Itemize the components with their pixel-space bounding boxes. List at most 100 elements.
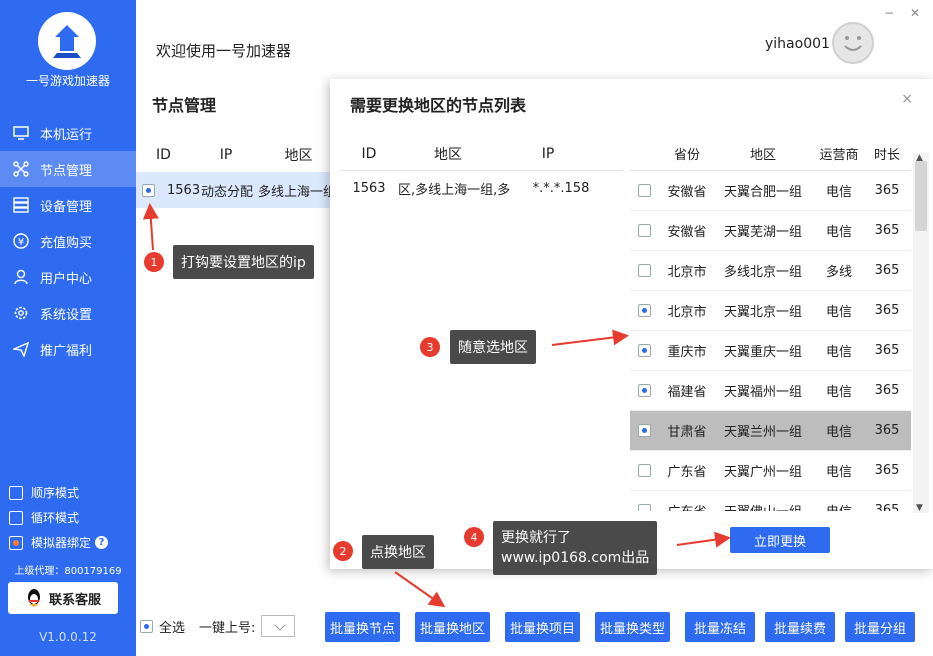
region-duration: 365: [874, 303, 900, 318]
scroll-down-icon[interactable]: ▼: [916, 503, 923, 513]
sidebar-item-system-settings[interactable]: 系统设置: [0, 295, 136, 331]
server-icon: [12, 196, 30, 214]
region-province: 北京市: [667, 265, 707, 280]
batch-group-button[interactable]: 批量分组: [845, 612, 915, 642]
column-header-ip: IP: [219, 146, 233, 163]
contact-service-button[interactable]: 联系客服: [8, 582, 118, 614]
minimize-button[interactable]: −: [884, 6, 895, 20]
sidebar-item-node-management[interactable]: 节点管理: [0, 151, 136, 187]
sidebar-item-promotion[interactable]: 推广福利: [0, 331, 136, 367]
region-checkbox[interactable]: [638, 264, 651, 277]
mode-loop-checkbox[interactable]: [9, 510, 23, 525]
region-province: 重庆市: [667, 345, 707, 360]
region-area: 多线北京一组: [723, 265, 802, 280]
bottom-toolbar: 全选 一键上号:: [140, 610, 296, 642]
mode-loop[interactable]: 循环模式: [9, 505, 108, 530]
batch-renew-button[interactable]: 批量续费: [765, 612, 835, 642]
close-icon[interactable]: ×: [901, 91, 913, 107]
region-checkbox[interactable]: [638, 424, 651, 437]
batch-freeze-button[interactable]: 批量冻结: [685, 612, 755, 642]
yen-icon: ¥: [12, 232, 30, 250]
sidebar-item-label: 充值购买: [40, 235, 93, 251]
node-list-header: ID 地区 IP: [340, 137, 623, 171]
region-operator: 电信: [813, 501, 865, 511]
list-item: 1563 区,多线上海一组,多 *.*.*.158: [340, 171, 623, 205]
help-icon[interactable]: ?: [95, 536, 109, 549]
mode-sequential[interactable]: 顺序模式: [9, 480, 108, 505]
column-header-area: 地区: [749, 148, 776, 163]
column-header-ip: IP: [541, 145, 555, 162]
batch-change-type-button[interactable]: 批量换类型: [595, 612, 670, 642]
region-checkbox[interactable]: [638, 464, 651, 477]
page-title: 节点管理: [152, 96, 217, 115]
region-checkbox[interactable]: [638, 304, 651, 317]
region-duration: 365: [874, 183, 900, 198]
scroll-up-icon[interactable]: ▲: [916, 153, 923, 163]
region-area: 天翼佛山一组: [713, 501, 813, 511]
region-checkbox[interactable]: [638, 504, 651, 511]
region-operator: 电信: [825, 385, 852, 400]
avatar[interactable]: [832, 22, 874, 64]
region-duration: 365: [874, 223, 900, 238]
region-row[interactable]: 广东省天翼佛山一组电信365: [630, 491, 911, 511]
region-operator: 电信: [825, 465, 852, 480]
region-duration: 365: [874, 343, 900, 358]
region-checkbox[interactable]: [638, 184, 651, 197]
step-badge-2: 2: [333, 541, 353, 561]
region-table-header: 省份 地区 运营商 时长: [630, 137, 911, 171]
region-area: 天翼芜湖一组: [723, 225, 802, 240]
sidebar-item-user-center[interactable]: 用户中心: [0, 259, 136, 295]
mode-sequential-checkbox[interactable]: [9, 485, 23, 500]
annotation-arrow-3: [551, 329, 629, 346]
region-row[interactable]: 北京市 多线北京一组 多线 365: [630, 251, 911, 291]
apply-change-button[interactable]: 立即更换: [730, 527, 830, 553]
region-area: 天翼广州一组: [723, 465, 802, 480]
scroll-thumb[interactable]: [915, 161, 927, 231]
annotation-arrow-4: [676, 531, 731, 548]
batch-change-project-button[interactable]: 批量换项目: [505, 612, 580, 642]
agent-info: 上级代理：800179169: [14, 566, 122, 577]
region-checkbox[interactable]: [638, 344, 651, 357]
table-row[interactable]: 1563 动态分配 多线上海一组: [136, 172, 336, 208]
sidebar-item-local-run[interactable]: 本机运行: [0, 115, 136, 151]
step-badge-4: 4: [464, 527, 484, 547]
region-checkbox[interactable]: [638, 224, 651, 237]
row-checkbox[interactable]: [142, 183, 155, 197]
sidebar-item-label: 本机运行: [40, 127, 93, 143]
node-area: 多线上海一组: [257, 184, 336, 200]
mode-label: 模拟器绑定: [31, 536, 92, 550]
node-ip: 动态分配: [201, 184, 254, 200]
region-operator: 电信: [825, 425, 852, 440]
select-all-box[interactable]: [140, 619, 153, 633]
sidebar-item-recharge[interactable]: ¥ 充值购买: [0, 223, 136, 259]
region-area: 天翼北京一组: [723, 305, 802, 320]
penguin-icon: [27, 589, 40, 607]
sidebar-item-device-management[interactable]: 设备管理: [0, 187, 136, 223]
sidebar-item-label: 设备管理: [40, 199, 93, 215]
region-operator: 多线: [825, 265, 852, 280]
quick-login-select[interactable]: [261, 615, 296, 637]
batch-change-region-button[interactable]: 批量换地区: [415, 612, 490, 642]
close-window-button[interactable]: ✕: [910, 6, 921, 20]
mode-emulator-bind[interactable]: 模拟器绑定 ?: [9, 530, 109, 555]
region-checkbox[interactable]: [638, 384, 651, 397]
annotation-tip-4-line2: www.ip0168.com出品: [501, 550, 650, 566]
send-icon: [12, 340, 30, 358]
batch-change-node-button[interactable]: 批量换节点: [325, 612, 400, 642]
change-region-dialog: 需要更换地区的节点列表 × ID 地区 IP 1563 区,多线上海一组,多 *…: [330, 79, 933, 569]
select-all-checkbox[interactable]: 全选: [140, 617, 185, 636]
sidebar-item-label: 推广福利: [40, 343, 93, 359]
mode-emulator-bind-checkbox[interactable]: [9, 535, 23, 550]
region-duration: 365: [874, 383, 900, 398]
scrollbar[interactable]: ▲ ▼: [913, 153, 929, 513]
app-logo: [38, 12, 96, 70]
region-duration: 365: [874, 263, 900, 278]
